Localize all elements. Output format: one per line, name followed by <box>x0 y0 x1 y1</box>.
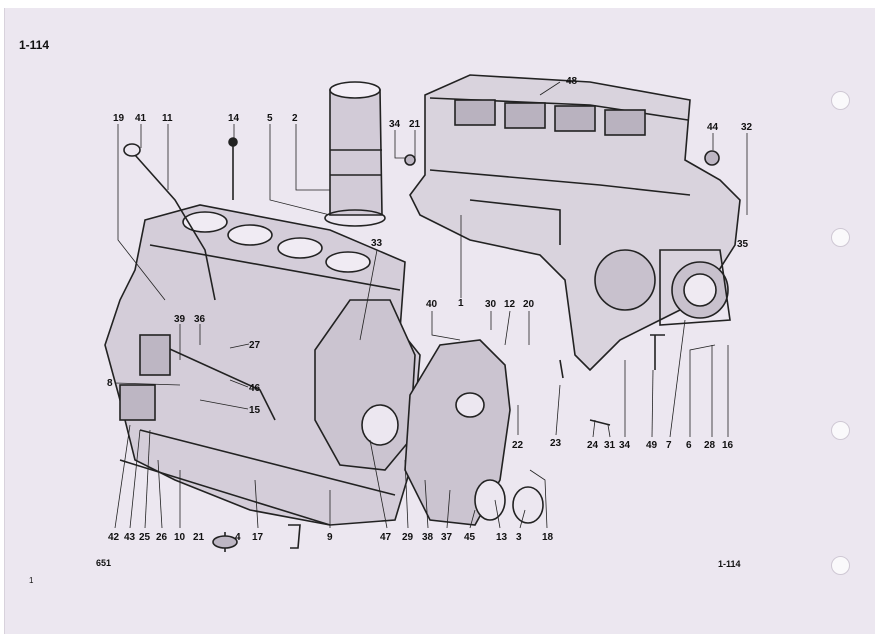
leader-lines <box>114 81 748 529</box>
callout-label: 7 <box>666 440 672 451</box>
callout-label: 18 <box>542 532 554 543</box>
callout-label: 6 <box>686 440 692 451</box>
callout-label: 20 <box>523 299 535 310</box>
callout-label: 47 <box>380 532 392 543</box>
callout-label: 33 <box>371 238 383 249</box>
callout-label: 48 <box>566 76 578 87</box>
callout-label: 1 <box>458 298 464 309</box>
callout-label: 25 <box>139 532 151 543</box>
callout-label: 8 <box>107 378 113 389</box>
binder-hole <box>831 91 850 110</box>
callout-label: 43 <box>124 532 136 543</box>
callout-label: 46 <box>249 383 261 394</box>
timing-covers <box>314 299 544 526</box>
binder-hole <box>831 556 850 575</box>
binder-hole <box>831 228 850 247</box>
callout-label: 13 <box>496 532 508 543</box>
figure-code: 651 <box>96 558 112 568</box>
callout-label: 32 <box>741 122 753 133</box>
callout-label: 41 <box>135 113 147 124</box>
callout-label: 19 <box>113 113 125 124</box>
callout-label: 4 <box>235 532 241 543</box>
callout-label: 21 <box>409 119 421 130</box>
callout-label: 35 <box>737 239 749 250</box>
callout-label: 27 <box>249 340 261 351</box>
small-parts <box>123 137 720 552</box>
callout-label: 29 <box>402 532 414 543</box>
callout-label: 14 <box>228 113 240 124</box>
corner-mark: 1 <box>29 576 34 585</box>
callout-label: 39 <box>174 314 186 325</box>
callout-labels: 19 41 11 14 5 2 34 21 48 44 32 35 33 40 … <box>107 76 753 543</box>
callout-label: 9 <box>327 532 333 543</box>
callout-label: 30 <box>485 299 497 310</box>
page-number-bottom: 1-114 <box>718 559 741 569</box>
callout-label: 23 <box>550 438 562 449</box>
callout-label: 24 <box>587 440 599 451</box>
callout-label: 38 <box>422 532 434 543</box>
engine-block-rear <box>409 74 741 372</box>
callout-label: 36 <box>194 314 206 325</box>
callout-label: 31 <box>604 440 616 451</box>
callout-label: 45 <box>464 532 476 543</box>
callout-label: 3 <box>516 532 522 543</box>
callout-label: 28 <box>704 440 716 451</box>
callout-label: 42 <box>108 532 120 543</box>
callout-label: 11 <box>162 113 173 124</box>
callout-label: 34 <box>619 440 631 451</box>
callout-label: 12 <box>504 299 516 310</box>
callout-label: 49 <box>646 440 658 451</box>
callout-label: 26 <box>156 532 168 543</box>
callout-label: 40 <box>426 299 438 310</box>
callout-label: 21 <box>193 532 205 543</box>
callout-label: 34 <box>389 119 401 130</box>
binder-hole <box>831 421 850 440</box>
callout-label: 10 <box>174 532 186 543</box>
callout-label: 37 <box>441 532 453 543</box>
callout-label: 15 <box>249 405 261 416</box>
callout-label: 44 <box>707 122 719 133</box>
callout-label: 5 <box>267 113 273 124</box>
page-number-top: 1-114 <box>19 38 50 52</box>
callout-label: 22 <box>512 440 524 451</box>
callout-label: 2 <box>292 113 298 124</box>
callout-label: 17 <box>252 532 264 543</box>
cylinder-liner <box>324 81 386 227</box>
callout-label: 16 <box>722 440 734 451</box>
